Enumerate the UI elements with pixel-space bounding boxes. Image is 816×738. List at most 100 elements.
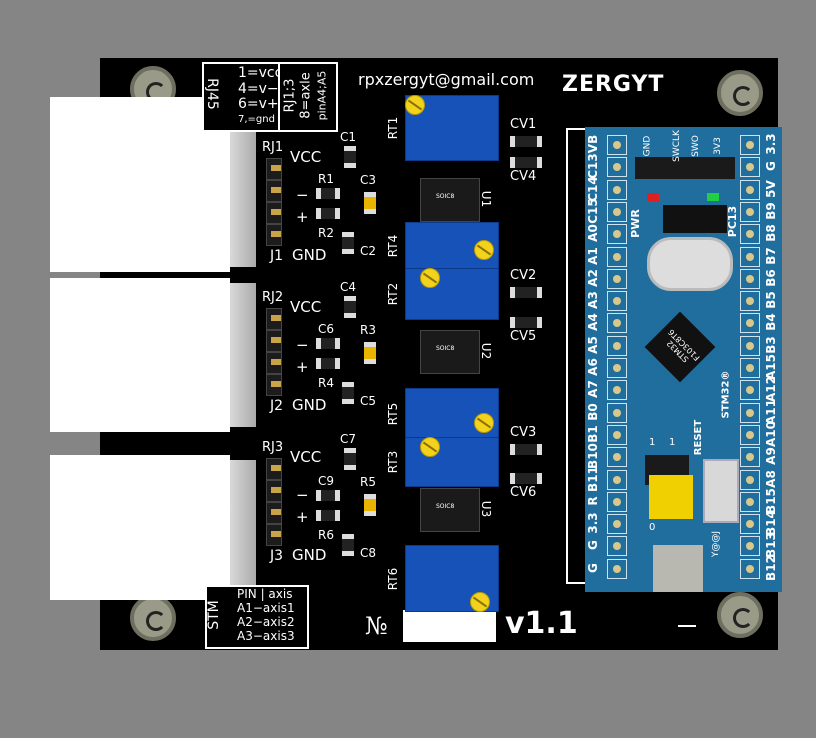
- header-pin[interactable]: [740, 268, 760, 289]
- header-pin[interactable]: [607, 402, 627, 423]
- component-label: C3: [360, 173, 377, 187]
- header-pin[interactable]: [607, 380, 627, 401]
- rj45-jack[interactable]: [50, 278, 230, 432]
- trimmer-screw[interactable]: [405, 95, 425, 115]
- header-pin[interactable]: [740, 157, 760, 178]
- cv-label: CV4: [510, 169, 537, 184]
- rj45-jack[interactable]: [50, 455, 230, 600]
- pc13-label: PC13: [726, 205, 740, 238]
- rj45-legend-line: 7,=gnd: [238, 114, 275, 125]
- cv-capacitor: [510, 157, 542, 168]
- header-pin[interactable]: [607, 224, 627, 245]
- header-pin[interactable]: [607, 313, 627, 334]
- vcc-label: VCC: [290, 148, 322, 166]
- header-pin[interactable]: [740, 558, 760, 579]
- header-pin[interactable]: [607, 246, 627, 267]
- header-pin[interactable]: [607, 291, 627, 312]
- capacitor: [364, 342, 376, 364]
- resistor: [316, 490, 340, 501]
- soic8-ic: [420, 178, 480, 222]
- trimmer-screw[interactable]: [470, 592, 490, 612]
- rj-label: RJ2: [262, 290, 284, 305]
- header-pin[interactable]: [740, 201, 760, 222]
- rj45-legend-title: RJ45: [203, 78, 220, 110]
- component-label: C4: [340, 280, 357, 294]
- number-sign: №: [365, 612, 388, 640]
- header-pin[interactable]: [607, 157, 627, 178]
- header-pin[interactable]: [607, 201, 627, 222]
- header-pin[interactable]: [607, 335, 627, 356]
- serial-number-field: [403, 610, 496, 642]
- jumper-label: 1: [669, 437, 676, 448]
- trimmer-screw[interactable]: [420, 268, 440, 288]
- header-pin[interactable]: [607, 358, 627, 378]
- header-pin[interactable]: [607, 536, 627, 557]
- reset-label: RESET: [693, 419, 705, 456]
- bluepill-outline: [566, 128, 586, 584]
- header-pin[interactable]: [607, 447, 627, 468]
- header-pin[interactable]: [607, 268, 627, 289]
- component-label: C2: [360, 244, 377, 258]
- header-pin[interactable]: [740, 380, 760, 401]
- trimmer-screw[interactable]: [420, 437, 440, 457]
- micro-usb-port[interactable]: [653, 545, 703, 592]
- pin-header-pin: [266, 180, 282, 202]
- gnd-label: GND: [292, 246, 327, 264]
- header-pin[interactable]: [607, 469, 627, 490]
- header-pin[interactable]: [740, 514, 760, 535]
- plus-label: +: [296, 358, 309, 376]
- capacitor: [364, 192, 376, 214]
- stm-legend: STM PIN | axis A1−axis1 A2−axis2 A3−axis…: [205, 585, 309, 649]
- header-pin[interactable]: [607, 135, 627, 155]
- pin-header-pin: [266, 524, 282, 546]
- rj45-jack[interactable]: [50, 97, 230, 272]
- cv-label: CV2: [510, 268, 537, 283]
- header-pin[interactable]: [740, 291, 760, 312]
- header-pin[interactable]: [740, 447, 760, 468]
- reset-button[interactable]: [703, 459, 739, 523]
- header-pin[interactable]: [740, 358, 760, 378]
- ic-label: U1: [479, 190, 494, 208]
- vcc-label: VCC: [290, 448, 322, 466]
- pin-header-pin: [266, 308, 282, 330]
- header-pin[interactable]: [607, 179, 627, 200]
- trimmer-screw[interactable]: [474, 413, 494, 433]
- rj-label: RJ1: [262, 140, 284, 155]
- header-pin[interactable]: [740, 424, 760, 445]
- regulator-chip: [663, 205, 727, 233]
- component-label: R6: [318, 528, 334, 542]
- header-pin[interactable]: [740, 491, 760, 512]
- header-pin[interactable]: [740, 135, 760, 155]
- cv-capacitor: [510, 287, 542, 298]
- header-pin[interactable]: [607, 558, 627, 579]
- trimmer-screw[interactable]: [474, 240, 494, 260]
- header-pin[interactable]: [607, 514, 627, 535]
- cv-capacitor: [510, 136, 542, 147]
- trimmer-potentiometer[interactable]: [405, 437, 499, 487]
- component-label: R4: [318, 376, 334, 390]
- component-label: C1: [340, 130, 357, 144]
- header-pin[interactable]: [740, 536, 760, 557]
- header-pin[interactable]: [740, 224, 760, 245]
- cv-label: CV1: [510, 117, 537, 132]
- swd-header: [635, 157, 735, 179]
- header-pin[interactable]: [740, 469, 760, 490]
- header-pin[interactable]: [740, 313, 760, 334]
- capacitor: [342, 534, 354, 556]
- rj45-jack-side: [228, 283, 256, 427]
- ground-symbol: [678, 625, 696, 627]
- stm-legend-line: A3−axis3: [237, 629, 295, 643]
- ic-label: U3: [479, 500, 494, 518]
- header-pin[interactable]: [607, 491, 627, 512]
- capacitor: [344, 448, 356, 470]
- gnd-label: GND: [292, 546, 327, 564]
- ic-marking: SOIC8: [436, 503, 455, 510]
- pin-header-pin: [266, 224, 282, 246]
- header-pin[interactable]: [740, 246, 760, 267]
- header-pin[interactable]: [740, 335, 760, 356]
- header-pin[interactable]: [740, 179, 760, 200]
- header-pin[interactable]: [740, 402, 760, 423]
- ic-label: U2: [479, 342, 494, 360]
- boot-jumper[interactable]: [649, 475, 693, 519]
- header-pin[interactable]: [607, 424, 627, 445]
